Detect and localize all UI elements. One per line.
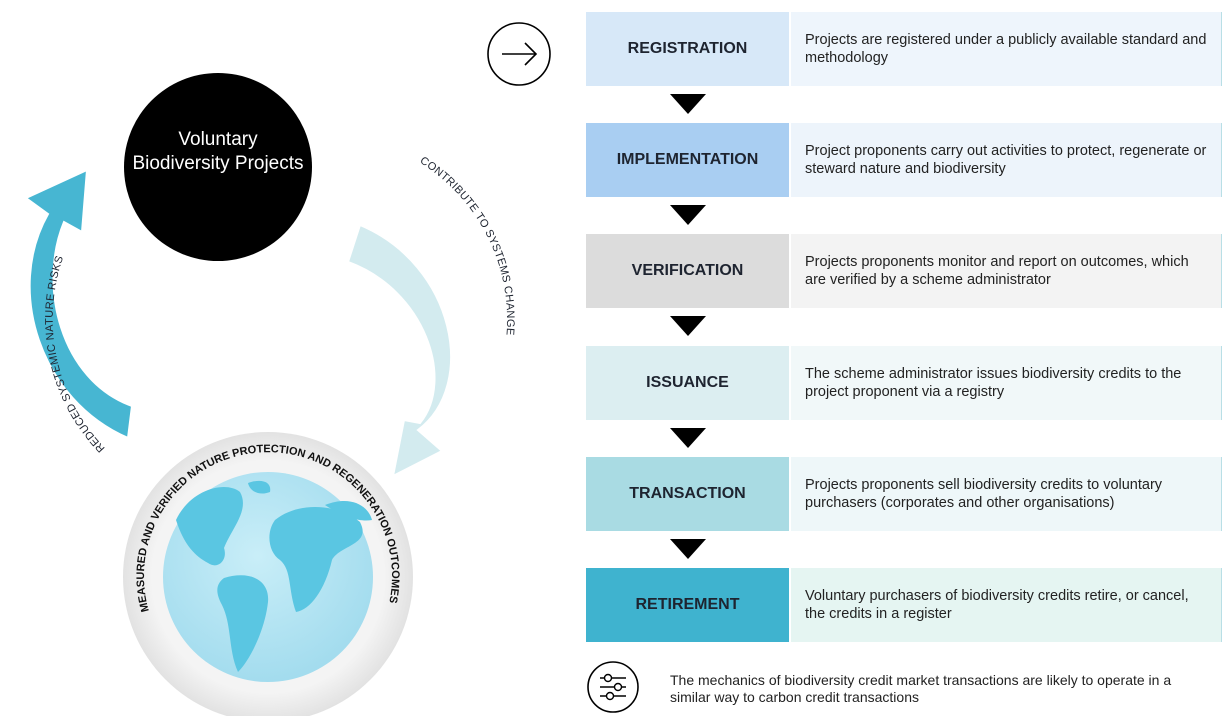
step-description-transaction: Projects proponents sell biodiversity cr… (791, 457, 1222, 531)
step-label-registration: REGISTRATION (586, 12, 789, 86)
step-description-text: Projects are registered under a publicly… (805, 32, 1207, 66)
step-description-issuance: The scheme administrator issues biodiver… (791, 346, 1222, 420)
down-arrow-icon (670, 94, 706, 114)
step-description-verification: Projects proponents monitor and report o… (791, 234, 1222, 308)
center-circle-title: Voluntary Biodiversity Projects (132, 129, 304, 174)
center-circle (124, 73, 312, 261)
left-cycle-arrow (24, 168, 134, 440)
step-label-verification: VERIFICATION (586, 234, 789, 308)
down-arrow-icon (670, 205, 706, 225)
footnote-text: The mechanics of biodiversity credit mar… (670, 672, 1172, 705)
down-arrow-icon (670, 428, 706, 448)
step-description-text: The scheme administrator issues biodiver… (805, 366, 1182, 400)
down-arrow-icon (670, 539, 706, 559)
step-description-registration: Projects are registered under a publicly… (791, 12, 1222, 86)
down-arrow-icon (670, 316, 706, 336)
step-description-text: Projects proponents sell biodiversity cr… (805, 477, 1163, 511)
step-description-text: Voluntary purchasers of biodiversity cre… (805, 588, 1189, 622)
step-description-retirement: Voluntary purchasers of biodiversity cre… (791, 568, 1222, 642)
step-description-text: Projects proponents monitor and report o… (805, 254, 1189, 288)
globe-continents (176, 480, 372, 672)
cycle-diagram: CONTRIBUTE TO SYSTEMS CHANGE REDUCED SYS… (24, 73, 516, 716)
step-label-issuance: ISSUANCE (586, 346, 789, 420)
arrow-right-circle-icon (487, 22, 551, 86)
sliders-icon (587, 661, 639, 713)
right-cycle-arrow (346, 223, 452, 478)
step-label-transaction: TRANSACTION (586, 457, 789, 531)
step-label-retirement: RETIREMENT (586, 568, 789, 642)
step-description-text: Project proponents carry out activities … (805, 143, 1207, 177)
left-arrow-label: REDUCED SYSTEMIC NATURE RISKS (44, 254, 108, 454)
step-label-implementation: IMPLEMENTATION (586, 123, 789, 197)
step-description-implementation: Project proponents carry out activities … (791, 123, 1222, 197)
